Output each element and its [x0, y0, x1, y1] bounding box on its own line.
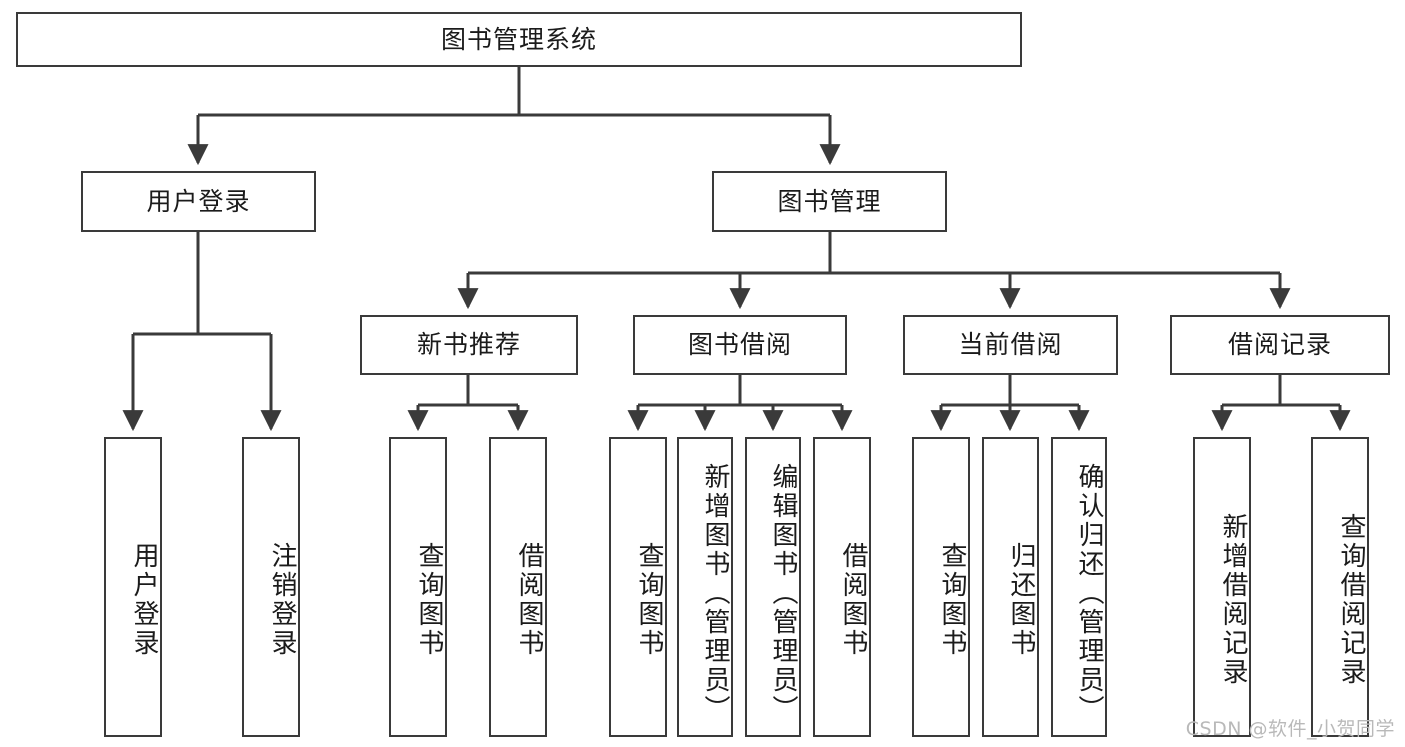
leaf-borrow-book-recommend[interactable]: 借阅图书	[489, 437, 547, 737]
leaf-query-book-recommend[interactable]: 查询图书	[389, 437, 447, 737]
leaf-user-login[interactable]: 用户登录	[104, 437, 162, 737]
node-current-borrow[interactable]: 当前借阅	[903, 315, 1118, 375]
leaf-borrow-book[interactable]: 借阅图书	[813, 437, 871, 737]
leaf-query-book-current[interactable]: 查询图书	[912, 437, 970, 737]
leaf-query-book-borrow[interactable]: 查询图书	[609, 437, 667, 737]
leaf-add-borrow-record[interactable]: 新增借阅记录	[1193, 437, 1251, 737]
leaf-add-book-admin[interactable]: 新增图书（管理员）	[677, 437, 733, 737]
leaf-edit-book-admin[interactable]: 编辑图书（管理员）	[745, 437, 801, 737]
node-borrow-record[interactable]: 借阅记录	[1170, 315, 1390, 375]
node-root-book-management-system[interactable]: 图书管理系统	[16, 12, 1022, 67]
leaf-confirm-return-admin[interactable]: 确认归还（管理员）	[1051, 437, 1107, 737]
node-user-login[interactable]: 用户登录	[81, 171, 316, 232]
node-book-management[interactable]: 图书管理	[712, 171, 947, 232]
node-book-borrow[interactable]: 图书借阅	[633, 315, 847, 375]
leaf-return-book[interactable]: 归还图书	[982, 437, 1039, 737]
leaf-query-borrow-record[interactable]: 查询借阅记录	[1311, 437, 1369, 737]
node-new-book-recommend[interactable]: 新书推荐	[360, 315, 578, 375]
csdn-watermark: CSDN @软件_小贺同学	[1185, 718, 1395, 740]
leaf-user-logout[interactable]: 注销登录	[242, 437, 300, 737]
